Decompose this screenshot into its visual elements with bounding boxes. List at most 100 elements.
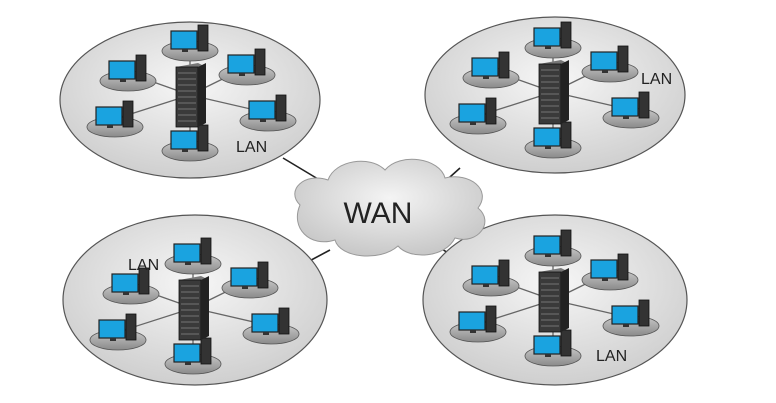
tower-icon: [135, 54, 147, 82]
lan-top-left: LAN: [59, 21, 321, 179]
monitor-stand: [123, 292, 129, 295]
workstation: [161, 124, 219, 162]
monitor-stand: [470, 330, 476, 333]
monitor-stand: [545, 46, 551, 49]
monitor-stand: [602, 70, 608, 73]
tower-icon: [485, 305, 497, 333]
workstation: [449, 305, 507, 343]
monitor-icon: [471, 265, 499, 285]
lan-top-right: LAN: [424, 16, 686, 174]
monitor-icon: [108, 60, 136, 80]
tower-icon: [560, 21, 572, 49]
tower-icon: [638, 299, 650, 327]
workstation: [164, 337, 222, 375]
workstation: [86, 100, 144, 138]
tower-icon: [275, 94, 287, 122]
monitor-stand: [182, 149, 188, 152]
tower-icon: [485, 97, 497, 125]
monitor-stand: [623, 116, 629, 119]
server-icon: [178, 276, 209, 341]
server-icon: [538, 60, 569, 125]
workstation: [221, 261, 279, 299]
monitor-stand: [483, 284, 489, 287]
monitor-icon: [170, 30, 198, 50]
tower-icon: [278, 307, 290, 335]
workstation: [581, 253, 639, 291]
monitor-icon: [251, 313, 279, 333]
monitor-stand: [107, 125, 113, 128]
tower-icon: [498, 259, 510, 287]
workstation: [242, 307, 300, 345]
workstation: [102, 267, 160, 305]
workstation: [89, 313, 147, 351]
monitor-stand: [483, 76, 489, 79]
workstation: [602, 91, 660, 129]
tower-icon: [122, 100, 134, 128]
monitor-icon: [471, 57, 499, 77]
monitor-stand: [263, 332, 269, 335]
server-side: [198, 63, 206, 127]
server-side: [561, 268, 569, 332]
monitor-stand: [110, 338, 116, 341]
monitor-stand: [545, 146, 551, 149]
server-icon: [175, 63, 206, 128]
tower-icon: [138, 267, 150, 295]
workstation: [449, 97, 507, 135]
lan-label: LAN: [236, 139, 267, 156]
workstation: [218, 48, 276, 86]
monitor-stand: [470, 122, 476, 125]
monitor-stand: [239, 73, 245, 76]
monitor-icon: [227, 54, 255, 74]
workstation: [524, 21, 582, 59]
cloud-shape: [294, 158, 486, 257]
workstation: [524, 229, 582, 267]
workstation: [462, 51, 520, 89]
workstation: [462, 259, 520, 297]
monitor-icon: [170, 130, 198, 150]
lan-bottom-left: LAN: [62, 214, 328, 386]
lan-bottom-right: LAN: [422, 214, 688, 386]
tower-icon: [125, 313, 137, 341]
monitor-icon: [533, 27, 561, 47]
monitor-icon: [248, 100, 276, 120]
workstation: [239, 94, 297, 132]
tower-icon: [254, 48, 266, 76]
monitor-stand: [182, 49, 188, 52]
monitor-stand: [185, 262, 191, 265]
wan-cloud: WAN: [294, 158, 486, 257]
tower-icon: [197, 124, 209, 152]
tower-icon: [560, 229, 572, 257]
tower-icon: [617, 253, 629, 281]
monitor-icon: [458, 311, 486, 331]
tower-icon: [638, 91, 650, 119]
workstation: [161, 24, 219, 62]
lan-label: LAN: [596, 348, 627, 365]
tower-icon: [200, 237, 212, 265]
monitor-stand: [242, 286, 248, 289]
monitor-stand: [545, 354, 551, 357]
tower-icon: [498, 51, 510, 79]
workstation: [602, 299, 660, 337]
monitor-icon: [590, 51, 618, 71]
monitor-stand: [120, 79, 126, 82]
monitor-icon: [458, 103, 486, 123]
tower-icon: [200, 337, 212, 365]
lan-label: LAN: [641, 71, 672, 88]
monitor-icon: [533, 127, 561, 147]
tower-icon: [257, 261, 269, 289]
monitor-icon: [98, 319, 126, 339]
tower-icon: [560, 121, 572, 149]
monitor-icon: [173, 343, 201, 363]
monitor-stand: [260, 119, 266, 122]
wan-label: WAN: [344, 197, 413, 230]
workstation: [164, 237, 222, 275]
server-icon: [538, 268, 569, 333]
monitor-stand: [545, 254, 551, 257]
server-side: [201, 276, 209, 340]
workstation: [99, 54, 157, 92]
monitor-icon: [230, 267, 258, 287]
server-side: [561, 60, 569, 124]
monitor-icon: [590, 259, 618, 279]
